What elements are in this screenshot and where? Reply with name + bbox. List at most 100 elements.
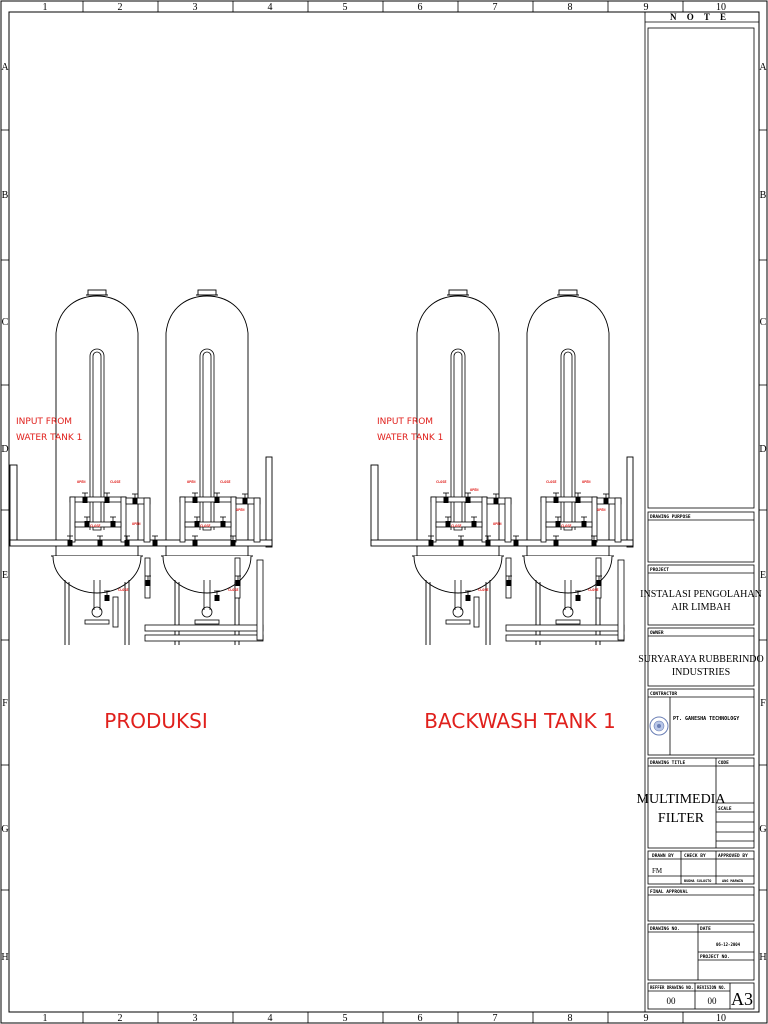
valve-tag: CLOSE bbox=[451, 524, 462, 528]
owner-line1: SURYARAYA RUBBERINDO bbox=[638, 654, 764, 665]
drawing-title-label: DRAWING TITLE bbox=[650, 760, 686, 766]
valve-tag: CLOSE bbox=[90, 524, 101, 528]
row-labels: A B C D E F G H A B C D E F G H bbox=[1, 62, 767, 963]
col-label: 9 bbox=[644, 1013, 649, 1024]
row-label: B bbox=[760, 190, 767, 201]
col-label: 5 bbox=[343, 2, 348, 13]
col-label: 4 bbox=[268, 1013, 273, 1024]
project-line2: AIR LIMBAH bbox=[671, 602, 730, 613]
col-label: 8 bbox=[568, 2, 573, 13]
check-by-value: BUDHA SULOSTO bbox=[684, 879, 711, 883]
col-label: 3 bbox=[193, 2, 198, 13]
col-label: 8 bbox=[568, 1013, 573, 1024]
row-label: H bbox=[1, 952, 8, 963]
drawing-no-label: DRAWING NO. bbox=[650, 926, 680, 932]
valve-tag: CLOSE bbox=[200, 524, 211, 528]
col-label: 7 bbox=[493, 2, 498, 13]
owner-line2: INDUSTRIES bbox=[672, 667, 730, 678]
col-label: 1 bbox=[43, 1013, 48, 1024]
date-label: DATE bbox=[700, 926, 711, 932]
col-label: 2 bbox=[118, 1013, 123, 1024]
drawing-title-line2: FILTER bbox=[658, 811, 705, 826]
valve-tag: CLOSE bbox=[228, 588, 239, 592]
scale-label: SCALE bbox=[718, 806, 732, 812]
valve-tag: OPEN bbox=[236, 508, 244, 512]
valve-tags-backwash: CLOSE OPEN CLOSE OPEN CLOSE CLOSE OPEN C… bbox=[436, 480, 605, 592]
drawing-purpose-label: DRAWING PURPOSE bbox=[650, 514, 691, 520]
valve-tag: CLOSE bbox=[118, 588, 129, 592]
col-label: 2 bbox=[118, 2, 123, 13]
row-label: A bbox=[1, 62, 9, 73]
approved-by-value: ANG MARWIN bbox=[722, 879, 743, 883]
valve-tag: OPEN bbox=[470, 488, 478, 492]
row-label: E bbox=[2, 570, 8, 581]
note-title: N O T E bbox=[670, 12, 730, 22]
owner-label: OWNER bbox=[650, 630, 664, 636]
valve-tag: CLOSE bbox=[110, 480, 121, 484]
col-label: 4 bbox=[268, 2, 273, 13]
valve-tag: OPEN bbox=[132, 522, 140, 526]
valve-tag: OPEN bbox=[77, 480, 85, 484]
row-label: H bbox=[759, 952, 766, 963]
approved-by-label: APPROVED BY bbox=[718, 853, 748, 859]
col-label: 6 bbox=[418, 2, 423, 13]
valve-tag: CLOSE bbox=[220, 480, 231, 484]
valve-tag: OPEN bbox=[187, 480, 195, 484]
row-label: B bbox=[2, 190, 9, 201]
row-label: G bbox=[1, 824, 8, 835]
valve-tag: CLOSE bbox=[478, 588, 489, 592]
valve-tag: CLOSE bbox=[588, 588, 599, 592]
input-label-right-line1: INPUT FROM bbox=[377, 417, 433, 427]
revision-value: 00 bbox=[708, 996, 718, 1006]
date-value: 06-12-2004 bbox=[716, 942, 741, 947]
code-label: CODE bbox=[718, 760, 729, 766]
col-label: 6 bbox=[418, 1013, 423, 1024]
valve-tag: OPEN bbox=[597, 508, 605, 512]
contractor-label: CONTRACTOR bbox=[650, 691, 677, 697]
contractor-name: PT. GANESHA TECHNOLOGY bbox=[673, 716, 739, 722]
row-label: A bbox=[759, 62, 767, 73]
project-label: PROJECT bbox=[650, 567, 669, 573]
row-label: C bbox=[2, 317, 9, 328]
row-label: D bbox=[1, 444, 8, 455]
row-label: F bbox=[760, 698, 766, 709]
row-label: D bbox=[759, 444, 766, 455]
final-approval-label: FINAL APPROVAL bbox=[650, 889, 688, 895]
col-label: 7 bbox=[493, 1013, 498, 1024]
row-label: E bbox=[760, 570, 766, 581]
col-label: 5 bbox=[343, 1013, 348, 1024]
project-no-label: PROJECT NO. bbox=[700, 954, 730, 960]
col-label: 3 bbox=[193, 1013, 198, 1024]
sheet-size: A3 bbox=[731, 989, 753, 1009]
valve-tag: CLOSE bbox=[546, 480, 557, 484]
backwash-label: BACKWASH TANK 1 bbox=[424, 709, 615, 733]
row-label: G bbox=[759, 824, 766, 835]
col-label: 10 bbox=[716, 2, 726, 13]
column-labels-bottom: 1 2 3 4 5 6 7 8 9 10 bbox=[43, 1013, 727, 1024]
input-label-left-line2: WATER TANK 1 bbox=[16, 433, 82, 443]
title-block bbox=[644, 11, 760, 1013]
revision-label: REVISION NO. bbox=[697, 985, 726, 990]
input-label-right-line2: WATER TANK 1 bbox=[377, 433, 443, 443]
contractor-logo-icon bbox=[649, 716, 669, 736]
row-label: C bbox=[760, 317, 767, 328]
valve-tag: CLOSE bbox=[561, 524, 572, 528]
produksi-label: PRODUKSI bbox=[104, 709, 207, 733]
valve-tag: OPEN bbox=[493, 522, 501, 526]
drawn-by-label: DRAWN BY bbox=[652, 853, 674, 859]
col-label: 9 bbox=[644, 2, 649, 13]
col-label: 1 bbox=[43, 2, 48, 13]
column-labels-top: 1 2 3 4 5 6 7 8 9 10 bbox=[43, 2, 727, 13]
row-label: F bbox=[2, 698, 8, 709]
project-line1: INSTALASI PENGOLAHAN bbox=[640, 589, 762, 600]
drawing-title-line1: MULTIMEDIA bbox=[637, 792, 727, 807]
refer-drawing-label: REFFER DRAWING NO. bbox=[650, 985, 693, 990]
refer-drawing-value: 00 bbox=[667, 996, 677, 1006]
input-label-left-line1: INPUT FROM bbox=[16, 417, 72, 427]
valve-tags-produksi: OPEN CLOSE CLOSE OPEN CLOSE OPEN CLOSE C… bbox=[77, 480, 244, 592]
col-label: 10 bbox=[716, 1013, 726, 1024]
check-by-label: CHECK BY bbox=[684, 853, 706, 859]
